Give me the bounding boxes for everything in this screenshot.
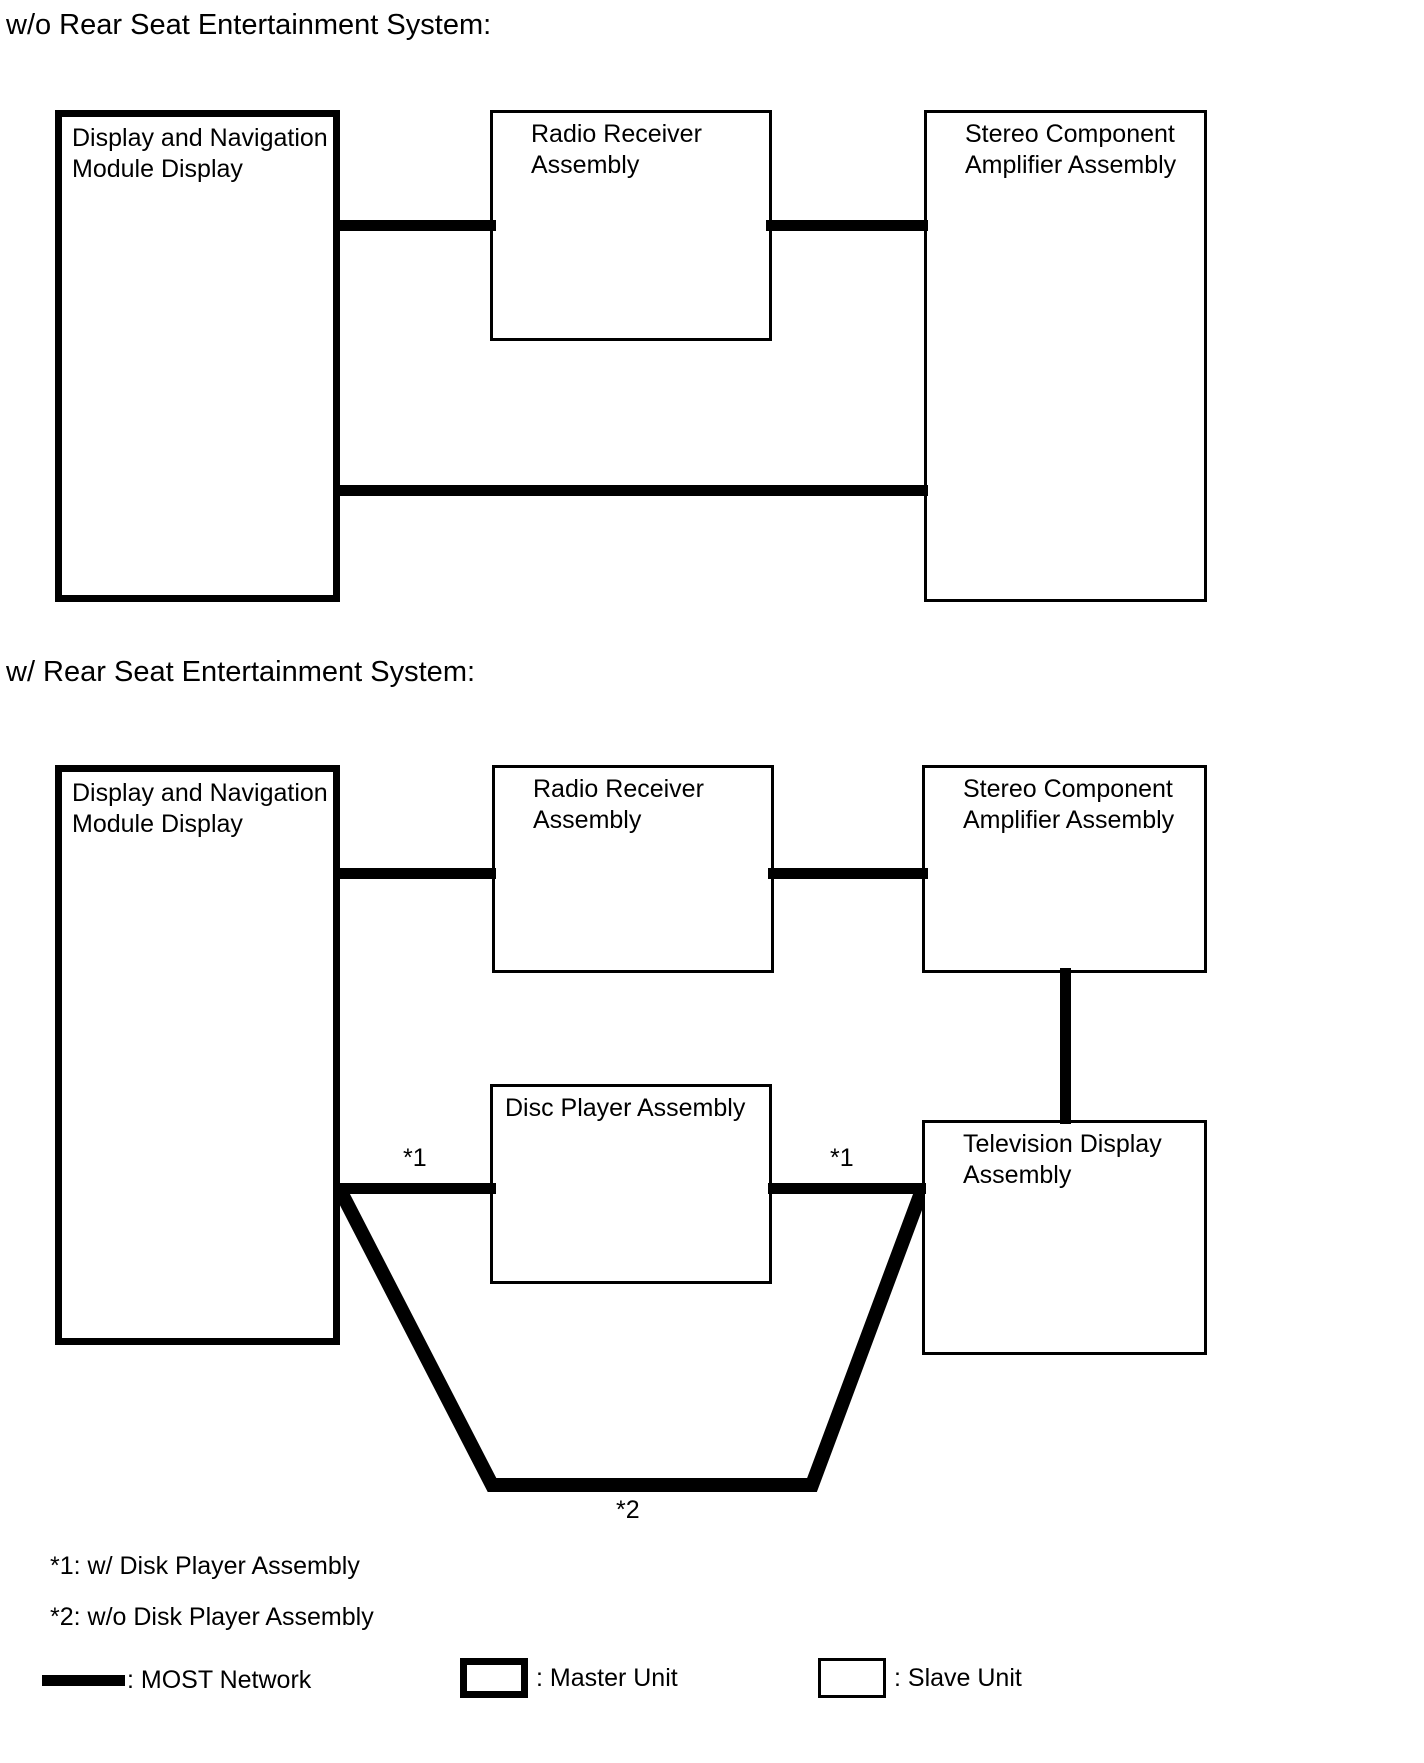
most-link-display-radio-stub-d1 [338, 220, 496, 231]
node-label-television-display-d2: Television Display Assembly [963, 1130, 1162, 1189]
footnote-star2: *2: w/o Disk Player Assembly [50, 1603, 374, 1631]
footnote-star1: *1: w/ Disk Player Assembly [50, 1552, 360, 1580]
most-link-radio-amplifier-stub-d1 [766, 220, 928, 231]
node-label-radio-receiver-d1: Radio Receiver Assembly [531, 120, 702, 179]
node-radio-receiver-d2[interactable]: Radio Receiver Assembly [492, 765, 774, 973]
node-label-stereo-amplifier-d1: Stereo Component Amplifier Assembly [965, 120, 1177, 179]
node-label-disc-player-d2: Disc Player Assembly [505, 1094, 746, 1122]
section-title-without-rse: w/o Rear Seat Entertainment System: [6, 9, 492, 41]
node-display-nav-module-d2[interactable]: Display and Navigation Module Display [55, 765, 340, 1345]
node-disc-player-d2[interactable]: Disc Player Assembly [490, 1084, 772, 1284]
node-radio-receiver-d1[interactable]: Radio Receiver Assembly [490, 110, 772, 341]
most-link-disc-tv-stub-star1 [768, 1183, 926, 1194]
note-star1-left: *1 [403, 1144, 427, 1172]
node-stereo-amplifier-d1[interactable]: Stereo Component Amplifier Assembly [924, 110, 1207, 602]
legend-item-slave-unit: : Slave Unit [818, 1658, 1022, 1698]
node-label-stereo-amplifier-d2: Stereo Component Amplifier Assembly [963, 775, 1175, 834]
legend-label-master-unit: : Master Unit [536, 1664, 678, 1692]
master-unit-box-icon [460, 1658, 528, 1698]
note-star1-right: *1 [830, 1144, 854, 1172]
most-link-display-disc-stub-star1 [338, 1183, 496, 1194]
most-link-display-amplifier-stub-d1 [338, 485, 928, 496]
section-title-with-rse: w/ Rear Seat Entertainment System: [6, 656, 476, 688]
most-link-amplifier-tv-stub-d2 [1060, 968, 1071, 1124]
legend-item-most-network: : MOST Network [42, 1665, 311, 1695]
most-link-display-radio-stub-d2 [338, 868, 496, 879]
node-label-display-nav-module-d1: Display and Navigation Module Display [72, 124, 328, 183]
legend-label-slave-unit: : Slave Unit [894, 1664, 1022, 1692]
most-network-line-icon [42, 1674, 125, 1686]
node-label-radio-receiver-d2: Radio Receiver Assembly [533, 775, 704, 834]
slave-unit-box-icon [818, 1658, 886, 1698]
node-label-display-nav-module-d2: Display and Navigation Module Display [72, 779, 328, 838]
node-stereo-amplifier-d2[interactable]: Stereo Component Amplifier Assembly [922, 765, 1207, 973]
legend-label-most-network: : MOST Network [127, 1666, 312, 1694]
legend-item-master-unit: : Master Unit [460, 1658, 678, 1698]
node-television-display-d2[interactable]: Television Display Assembly [922, 1120, 1207, 1355]
node-display-nav-module-d1[interactable]: Display and Navigation Module Display [55, 110, 340, 602]
most-link-radio-amplifier-stub-d2 [768, 868, 928, 879]
note-star2-bottom: *2 [616, 1496, 640, 1524]
